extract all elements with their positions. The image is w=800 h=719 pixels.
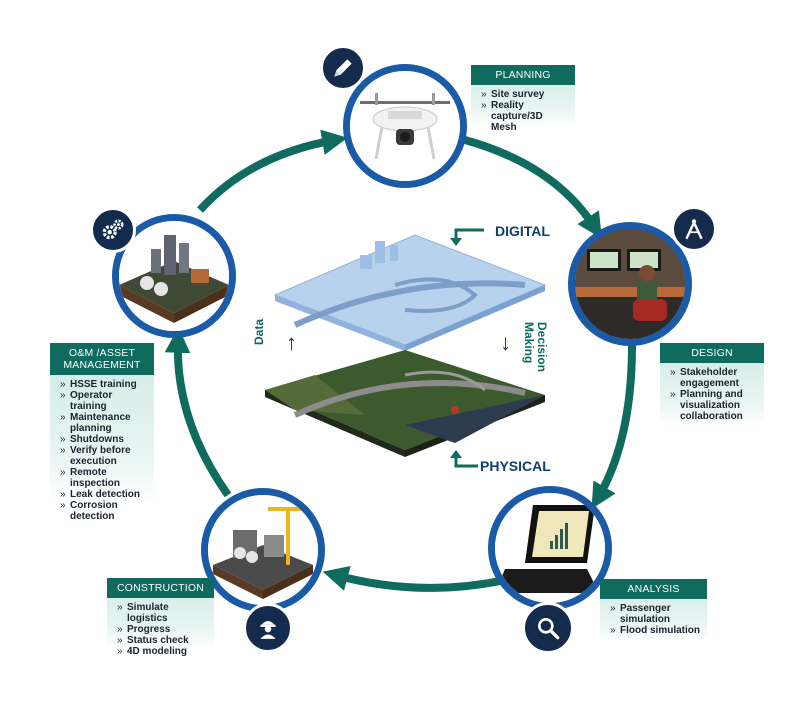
arrow-construction-to-om (164, 327, 232, 498)
list-item: Corrosion detection (60, 500, 148, 522)
list-item: Reality capture/3D Mesh (481, 100, 569, 133)
physical-label: PHYSICAL (480, 458, 551, 474)
list-item: Flood simulation (610, 625, 701, 636)
design-card: DESIGN Stakeholder engagement Planning a… (660, 343, 764, 427)
analysis-title: ANALYSIS (600, 579, 707, 599)
list-item: Operator training (60, 390, 148, 412)
om-card: O&M /ASSET MANAGEMENT HSSE training Oper… (50, 343, 154, 522)
list-item: Simulate logistics (117, 602, 208, 624)
planning-title: PLANNING (471, 65, 575, 85)
data-label: Data (252, 318, 266, 345)
construction-node (201, 488, 325, 612)
arrow-design-to-analysis (591, 344, 636, 510)
list-item: HSSE training (60, 379, 148, 390)
gears-icon (90, 207, 136, 253)
construction-site-image (208, 495, 318, 605)
list-item: Leak detection (60, 489, 148, 500)
design-title: DESIGN (660, 343, 764, 363)
list-item: Verify before execution (60, 445, 148, 467)
digital-twin-illustration (265, 234, 547, 457)
om-title: O&M /ASSET MANAGEMENT (50, 343, 154, 375)
digital-label: DIGITAL (495, 223, 550, 239)
planning-list: Site survey Reality capture/3D Mesh (471, 85, 575, 139)
arrow-planning-to-design (463, 136, 602, 239)
up-arrow-icon: ↑ (286, 330, 297, 355)
planning-card: PLANNING Site survey Reality capture/3D … (471, 65, 575, 133)
list-item: Planning and visualization collaboration (670, 389, 758, 422)
construction-title: CONSTRUCTION (107, 578, 214, 598)
construction-list: Simulate logistics Progress Status check… (107, 598, 214, 663)
arrow-analysis-to-construction (322, 565, 506, 592)
worker-icon (243, 603, 293, 653)
list-item: Status check (117, 635, 208, 646)
design-node (568, 222, 692, 346)
construction-card: CONSTRUCTION Simulate logistics Progress… (107, 578, 214, 657)
industrial-plant-image (119, 221, 229, 331)
list-item: Passenger simulation (610, 603, 701, 625)
designer-workstation-image (575, 229, 685, 339)
design-list: Stakeholder engagement Planning and visu… (660, 363, 764, 428)
arrow-om-to-planning (197, 129, 348, 213)
digital-layer (273, 234, 547, 351)
down-arrow-icon: ↓ (500, 330, 511, 355)
analysis-list: Passenger simulation Flood simulation (600, 599, 707, 642)
decision-making-label: Decision Making (522, 322, 549, 373)
list-item: Stakeholder engagement (670, 367, 758, 389)
planning-node (343, 64, 467, 188)
magnifier-icon (522, 602, 574, 654)
analysis-node (488, 486, 612, 610)
physical-layer (265, 350, 545, 457)
laptop-analysis-image (495, 493, 605, 603)
list-item: Remote inspection (60, 467, 148, 489)
pencil-icon (320, 45, 366, 91)
om-list: HSSE training Operator training Maintena… (50, 375, 154, 528)
drone-image (350, 71, 460, 181)
list-item: Progress (117, 624, 208, 635)
list-item: Site survey (481, 89, 569, 100)
pointer-arrow-physical-icon (450, 450, 478, 468)
pointer-arrow-digital-icon (450, 228, 484, 246)
list-item: Maintenance planning (60, 412, 148, 434)
compass-icon (671, 206, 717, 252)
list-item: Shutdowns (60, 434, 148, 445)
list-item: 4D modeling (117, 646, 208, 657)
analysis-card: ANALYSIS Passenger simulation Flood simu… (600, 579, 707, 641)
